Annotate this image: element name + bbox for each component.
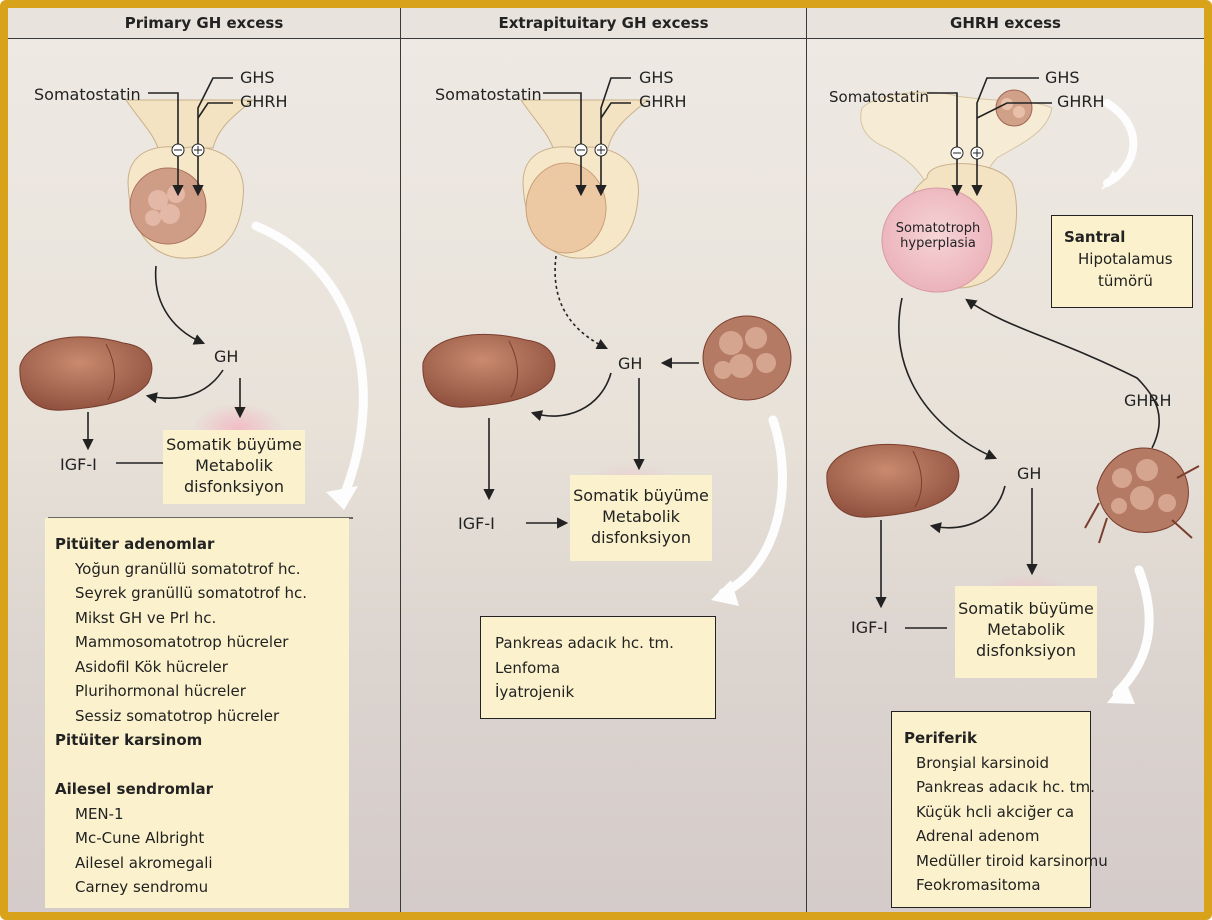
igf-label: IGF-I	[851, 618, 888, 637]
effect-line: Somatik büyüme	[955, 598, 1097, 619]
list-item: Pankreas adacık hc. tm.	[904, 775, 1090, 800]
list-heading: Pitüiter adenomlar	[55, 532, 349, 557]
effect-box: Somatik büyüme Metabolik disfonksiyon	[570, 475, 712, 561]
liver	[423, 334, 555, 407]
ghrh-label: GHRH	[639, 92, 687, 111]
liver	[20, 337, 152, 410]
list-item: Adrenal adenom	[904, 824, 1090, 849]
list-item: Küçük hcli akciğer ca	[904, 800, 1090, 825]
gh-label: GH	[1017, 464, 1041, 483]
list-item: Feokromasitoma	[904, 873, 1090, 898]
list-heading: Ailesel sendromlar	[55, 777, 349, 802]
somatostatin-label: Somatostatin	[829, 88, 929, 106]
ghs-label: GHS	[639, 68, 674, 87]
list-item: Yoğun granüllü somatotrof hc.	[55, 557, 349, 582]
list-item: Sessiz somatotrop hücreler	[55, 704, 349, 729]
central-title: Santral	[1064, 226, 1192, 248]
ghrh-ectopic-label: GHRH	[1124, 391, 1172, 410]
list-item: Carney sendromu	[55, 875, 349, 900]
effect-line: disfonksiyon	[955, 640, 1097, 661]
somatotroph-label: Somatotroph hyperplasia	[893, 221, 983, 251]
effect-line: Metabolik	[955, 619, 1097, 640]
list-item: İyatrojenik	[495, 680, 715, 705]
ghrh-label: GHRH	[1057, 92, 1105, 111]
list-heading: Pitüiter karsinom	[55, 728, 349, 753]
gh-label: GH	[214, 347, 238, 366]
ectopic-ghrh-tumor	[1085, 448, 1199, 543]
extrapituitary-diagram	[401, 8, 806, 912]
extrapituitary-tumor	[703, 316, 791, 400]
list-item: MEN-1	[55, 802, 349, 827]
effect-line: Somatik büyüme	[163, 434, 305, 455]
list-item: Mc-Cune Albright	[55, 826, 349, 851]
pituitary-stalk	[126, 100, 253, 148]
list-item: Pankreas adacık hc. tm.	[495, 631, 715, 656]
list-heading: Periferik	[904, 726, 1090, 751]
panel-ghrh-excess: GHRH excess	[807, 8, 1204, 912]
list-item	[55, 753, 349, 778]
list-item: Mikst GH ve Prl hc.	[55, 606, 349, 631]
somatostatin-label: Somatostatin	[435, 85, 542, 104]
ghs-label: GHS	[240, 68, 275, 87]
panel-primary-gh-excess: Primary GH excess	[8, 8, 400, 912]
hypothalamic-tumor	[996, 90, 1032, 126]
igf-label: IGF-I	[60, 455, 97, 474]
effect-line: Metabolik	[570, 506, 712, 527]
igf-label: IGF-I	[458, 514, 495, 533]
effect-box: Somatik büyüme Metabolik disfonksiyon	[163, 430, 305, 504]
list-item: Medüller tiroid karsinomu	[904, 849, 1090, 874]
ghs-label: GHS	[1045, 68, 1080, 87]
central-line: Hipotalamus	[1064, 248, 1192, 270]
effect-line: Metabolik	[163, 455, 305, 476]
liver	[827, 444, 959, 517]
list-item: Lenfoma	[495, 656, 715, 681]
gh-label: GH	[618, 354, 642, 373]
list-item: Asidofil Kök hücreler	[55, 655, 349, 680]
hyperplasia-line: hyperplasia	[893, 236, 983, 251]
central-cause-box: Santral Hipotalamus tümörü	[1051, 215, 1193, 308]
somatostatin-label: Somatostatin	[34, 85, 141, 104]
panel-extrapituitary-gh-excess: Extrapituitary GH excess	[401, 8, 806, 912]
list-item: Plurihormonal hücreler	[55, 679, 349, 704]
effect-line: disfonksiyon	[570, 527, 712, 548]
list-item: Ailesel akromegali	[55, 851, 349, 876]
list-item: Mammosomatotrop hücreler	[55, 630, 349, 655]
effect-line: disfonksiyon	[163, 476, 305, 497]
central-line: tümörü	[1064, 270, 1192, 292]
effect-box: Somatik büyüme Metabolik disfonksiyon	[955, 586, 1097, 678]
list-item: Seyrek granüllü somatotrof hc.	[55, 581, 349, 606]
ghrh-label: GHRH	[240, 92, 288, 111]
normal-pituitary	[526, 163, 606, 253]
somatotroph-line: Somatotroph	[893, 221, 983, 236]
list-item: Bronşial karsinoid	[904, 751, 1090, 776]
effect-line: Somatik büyüme	[570, 485, 712, 506]
